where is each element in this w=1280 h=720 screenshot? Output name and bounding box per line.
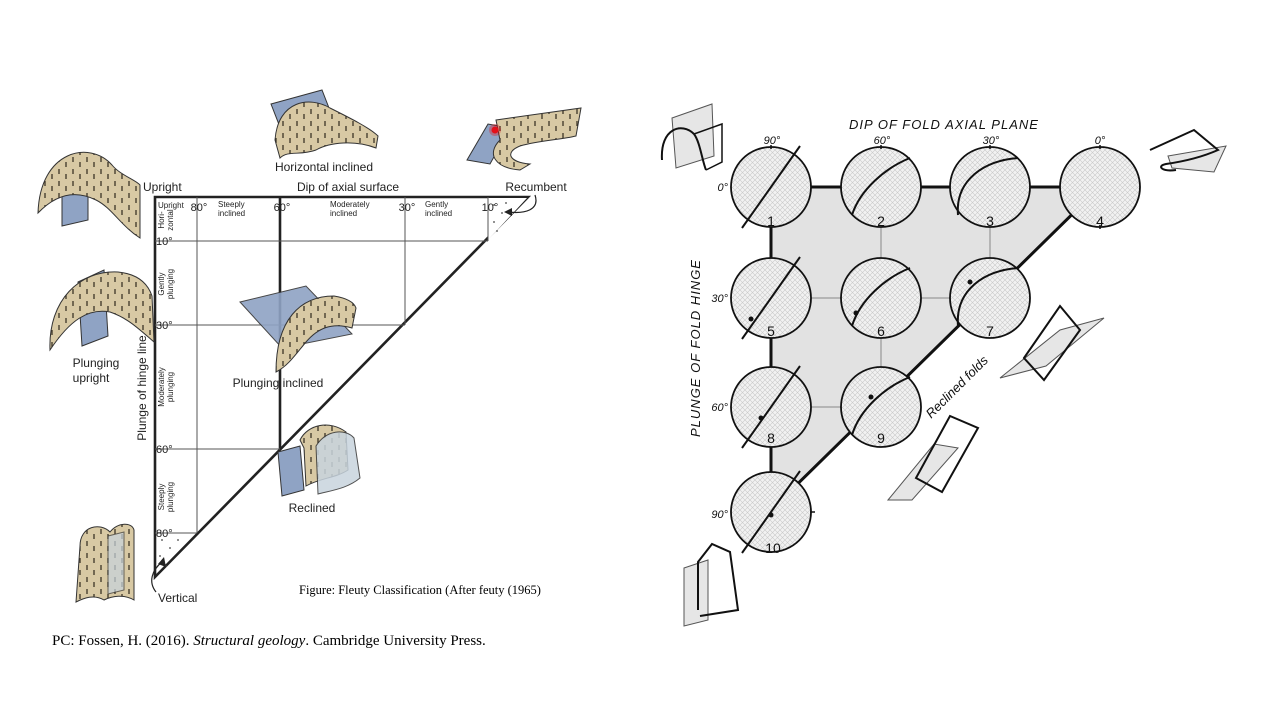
plunge-class-horizontal-1: Hori-	[157, 211, 166, 229]
dip-class-gently-1: Gently	[425, 200, 448, 209]
stereonet-2: 2	[840, 145, 922, 229]
dip-tick-0: 0°	[1095, 135, 1106, 147]
stereonet-number-1: 1	[767, 213, 775, 229]
stereonet-5: 5	[730, 256, 812, 340]
plunge-tick-0: 0°	[717, 182, 728, 194]
dip-tick-60: 60°	[874, 135, 891, 147]
dip-tick-30: 30°	[399, 202, 416, 214]
fold-label-upright: Upright	[143, 180, 182, 194]
sketch-reclined-fold-2	[886, 414, 980, 501]
dip-tick-10: 10°	[482, 202, 499, 214]
recumbent-zone-dots	[493, 202, 507, 232]
stereonet-triangle-edge	[769, 185, 1104, 512]
fold-label-horizontal-inclined: Horizontal inclined	[275, 160, 373, 174]
dip-class-steeply-1: Steeply	[218, 200, 245, 209]
plunge-tick-60: 60°	[711, 402, 728, 414]
stereonet-number-6: 6	[877, 323, 885, 339]
fold-reclined-illustration	[277, 424, 361, 497]
plunge-class-steeply-2: plunging	[166, 482, 175, 512]
recumbent-zone	[488, 198, 527, 240]
fold-label-plunging-inclined: Plunging inclined	[233, 376, 324, 390]
dip-grid	[196, 197, 489, 533]
citation: PC: Fossen, H. (2016). Structural geolog…	[52, 633, 486, 650]
fold-label-recumbent: Recumbent	[505, 180, 567, 194]
dip-tick-60: 60°	[274, 202, 291, 214]
dip-fold-axial-plane-title: DIP OF FOLD AXIAL PLANE	[849, 117, 1039, 132]
vertical-arrowhead	[158, 557, 166, 567]
stereonet-4: 4	[1059, 145, 1141, 229]
plunge-tick-30: 30°	[711, 293, 728, 305]
dip-tick-30: 30°	[983, 135, 1000, 147]
fold-horizontal-inclined-illustration	[270, 89, 379, 159]
sketch-upright-fold	[660, 103, 723, 171]
plunge-class-gently-2: plunging	[166, 269, 175, 299]
stereonet-8: 8	[730, 365, 812, 449]
plunge-tick-30: 30°	[156, 320, 173, 332]
fold-upright-illustration	[37, 151, 141, 239]
plunge-class-gently-1: Gently	[157, 272, 166, 295]
dip-class-steeply-2: inclined	[218, 209, 245, 218]
plunge-class-moderately-2: plunging	[166, 372, 175, 402]
stereonet-number-4: 4	[1096, 213, 1104, 229]
fold-plunging-upright-illustration	[49, 269, 155, 352]
dip-tick-90: 90°	[764, 135, 781, 147]
stereonet-number-5: 5	[767, 323, 775, 339]
stereonet-7: 7	[949, 257, 1031, 339]
plunge-class-moderately-1: Moderately	[157, 367, 166, 407]
figure-caption: Figure: Fleuty Classification (After feu…	[299, 583, 541, 597]
stereonet-diagram: DIP OF FOLD AXIAL PLANE PLUNGE OF FOLD H…	[660, 103, 1227, 627]
fold-vertical-illustration	[75, 523, 135, 603]
sketch-vertical-fold	[683, 542, 740, 627]
recumbent-pointer-arrow	[507, 194, 537, 214]
dip-class-moderately-1: Moderately	[330, 200, 370, 209]
fold-plunging-inclined-illustration	[239, 285, 357, 373]
citation-suffix: . Cambridge University Press.	[305, 633, 486, 649]
plunge-tick-80: 80°	[156, 528, 173, 540]
stereonet-1: 1	[730, 145, 812, 229]
plunge-tick-60: 60°	[156, 444, 173, 456]
dip-tick-80: 80°	[191, 202, 208, 214]
stereonet-3: 3	[949, 145, 1031, 229]
vertical-pointer-arrow	[151, 561, 163, 593]
citation-prefix: PC: Fossen, H. (2016).	[52, 633, 194, 649]
stereonet-10: 10	[730, 470, 815, 556]
stereonet-number-8: 8	[767, 430, 775, 446]
stereonet-number-2: 2	[877, 213, 885, 229]
citation-title: Structural geology	[193, 633, 306, 649]
dip-axis-title: Dip of axial surface	[297, 180, 399, 194]
stereonet-6: 6	[840, 257, 922, 339]
stereonet-number-3: 3	[986, 213, 994, 229]
reclined-folds-label: Reclined folds	[923, 352, 992, 421]
dip-class-moderately-2: inclined	[330, 209, 357, 218]
plunge-fold-hinge-title: PLUNGE OF FOLD HINGE	[688, 259, 703, 437]
fold-label-reclined: Reclined	[289, 501, 336, 515]
fold-recumbent-illustration	[466, 107, 582, 171]
fleuty-diagram: Dip of axial surface Plunge of hinge lin…	[37, 89, 582, 605]
plunge-axis-title: Plunge of hinge line	[135, 335, 149, 441]
fold-label-vertical: Vertical	[158, 591, 197, 605]
sketch-recumbent-fold	[1149, 128, 1227, 173]
plunge-class-steeply-1: Steeply	[157, 484, 166, 511]
classification-triangle	[153, 195, 532, 581]
cursor-indicator-core	[491, 126, 499, 134]
stereonet-number-9: 9	[877, 430, 885, 446]
plunge-tick-10: 10°	[156, 236, 173, 248]
stereonet-number-7: 7	[986, 323, 994, 339]
dip-class-gently-2: inclined	[425, 209, 452, 218]
dip-class-upright: Upright	[158, 201, 185, 210]
fold-label-plunging-upright-2: upright	[73, 371, 110, 385]
stereonet-9: 9	[840, 366, 922, 448]
plunge-class-horizontal-2: zontal	[166, 209, 175, 231]
fold-label-plunging-upright-1: Plunging	[73, 356, 120, 370]
recumbent-arrowhead	[504, 208, 512, 216]
sketch-reclined-fold-1	[999, 304, 1105, 382]
plunge-tick-90: 90°	[711, 509, 728, 521]
stereonet-number-10: 10	[765, 540, 781, 556]
